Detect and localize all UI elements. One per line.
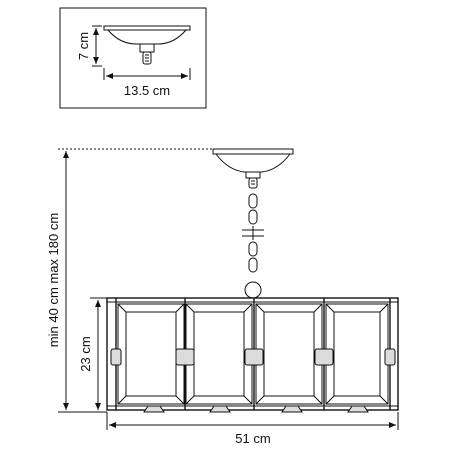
suspension-range-label: min 40 cm max 180 cm	[46, 213, 61, 347]
suspension-chain	[242, 193, 264, 299]
crystal-panel	[185, 303, 253, 405]
ceiling-canopy	[212, 148, 294, 189]
crystal-panel	[325, 303, 389, 405]
crystal-panel	[117, 303, 185, 405]
lamp-body	[106, 297, 399, 413]
body-width-label: 51 cm	[235, 431, 270, 446]
panel-clip	[244, 348, 264, 366]
crystal-panel	[255, 303, 323, 405]
suspension-dimension: min 40 cm max 180 cm	[46, 148, 213, 413]
body-height-label: 23 cm	[78, 336, 93, 371]
inset-width-label: 13.5 cm	[124, 83, 170, 98]
panel-clip	[314, 348, 334, 366]
panel-clip	[175, 348, 195, 366]
panel-clip	[384, 348, 396, 366]
inset-height-dimension: 7 cm	[76, 25, 102, 67]
canopy-inset	[59, 7, 207, 109]
panel-clip	[110, 348, 122, 366]
body-width-dimension: 51 cm	[106, 412, 399, 446]
body-height-dimension: 23 cm	[78, 297, 107, 410]
inset-height-label: 7 cm	[76, 32, 91, 60]
inset-width-dimension: 13.5 cm	[103, 68, 191, 98]
